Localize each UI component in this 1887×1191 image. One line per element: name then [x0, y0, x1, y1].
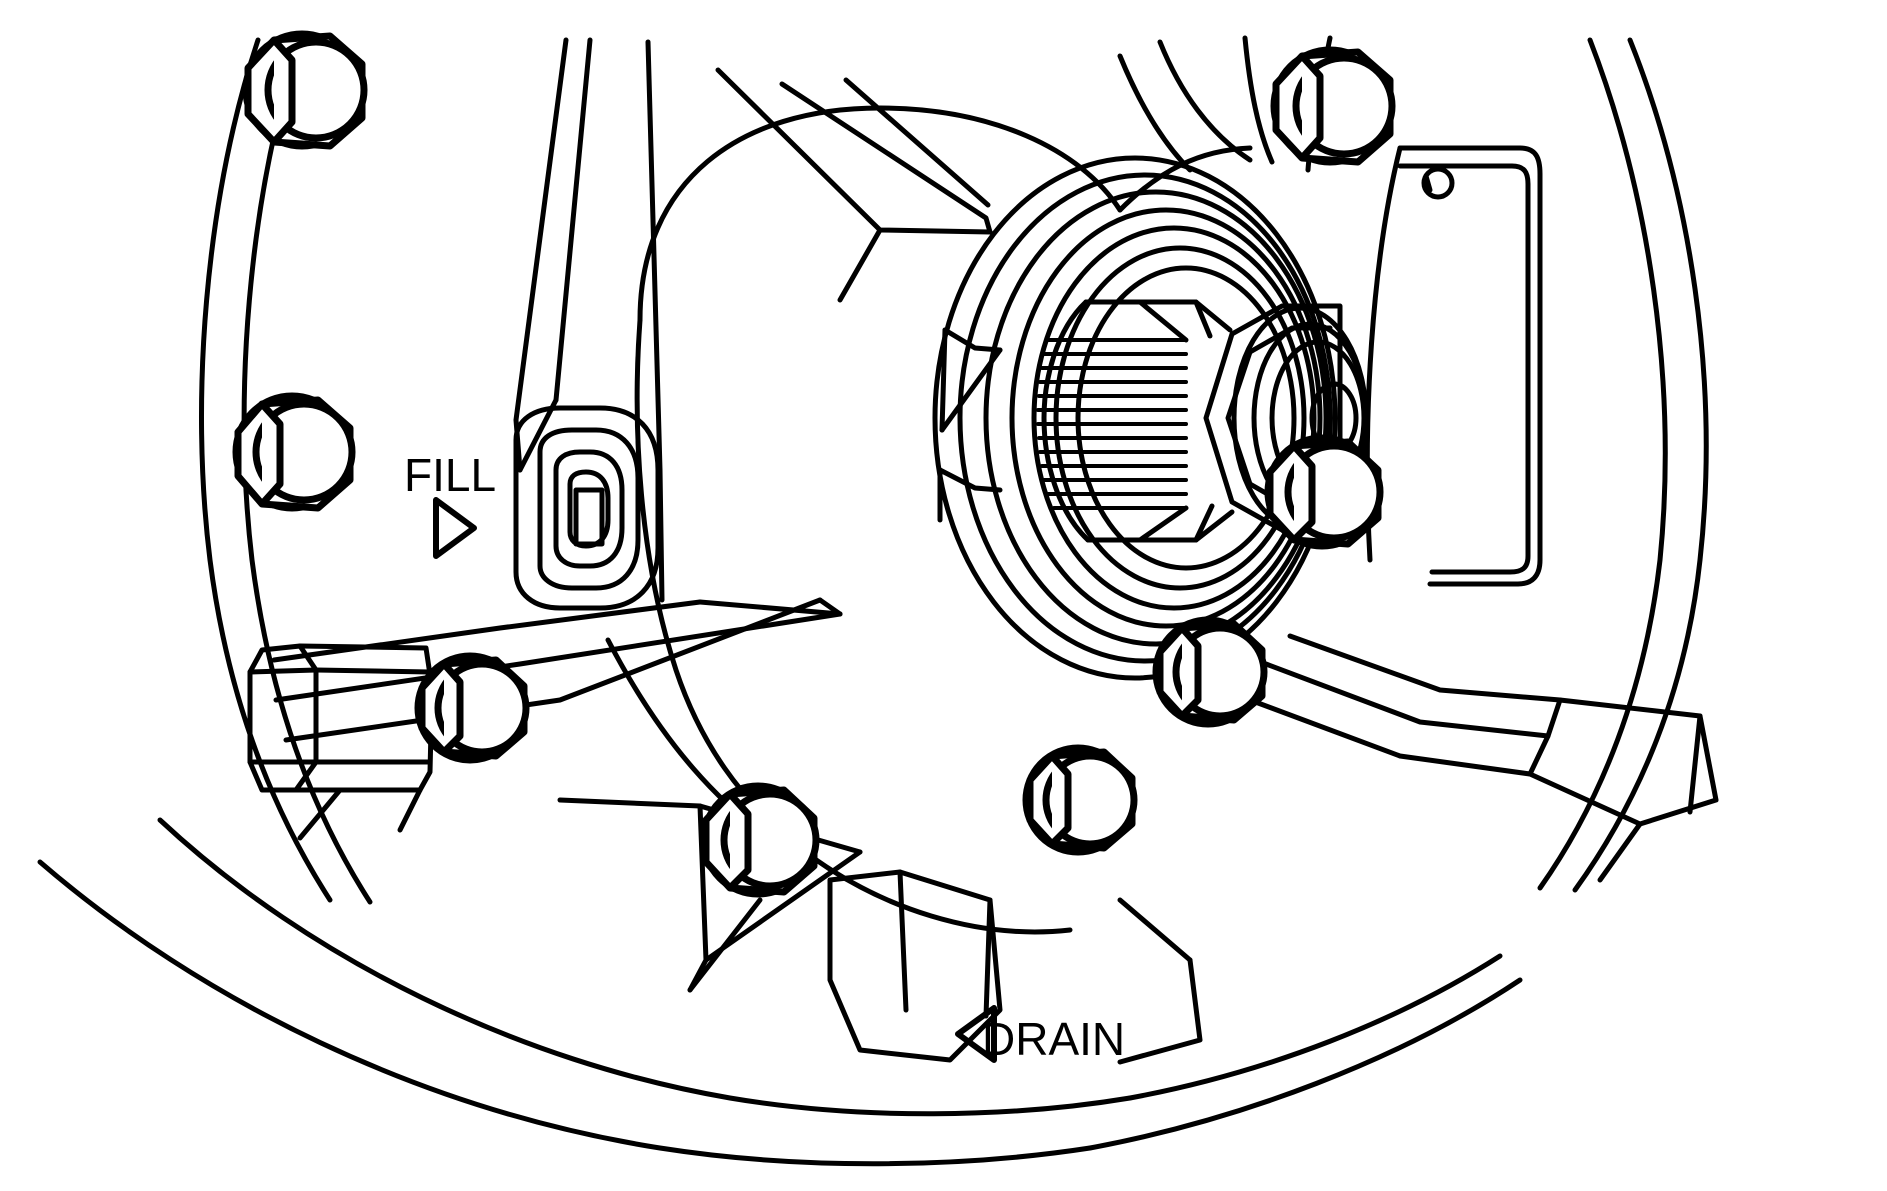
drain-label: DRAIN: [982, 1013, 1126, 1065]
flange-notch-upper-inner: [939, 347, 1003, 433]
spline-bottom-facet-b: [1193, 503, 1215, 543]
left-lug-edge-top: [313, 667, 433, 675]
flange-notch-upper-edge: [939, 327, 948, 433]
pinion-flange-ring-1: [932, 155, 1338, 681]
label-arrow-group: [433, 497, 997, 1063]
casting-rib-upper-3: [843, 77, 991, 208]
housing-bottom-arc-inner: [157, 817, 1133, 1117]
spline-teeth-group: [1036, 338, 1188, 510]
bolt-lower-left: [414, 652, 530, 764]
fill-plug-square-socket: [573, 487, 605, 547]
pinion-flange-ring-2: [957, 172, 1333, 664]
dipstick-tube-left-edge: [513, 37, 569, 473]
drain-boss-edge-a: [897, 869, 909, 1013]
drain-plug-bolt: [700, 782, 820, 898]
drain-boss-pad: [827, 869, 1003, 1063]
dipstick-tube-bottom: [517, 397, 559, 473]
bolt-bottom-right: [1022, 744, 1138, 856]
right-rib-mid: [1263, 661, 1551, 739]
fill-plug-ring-outer: [553, 449, 625, 569]
carrier-dome-top: [637, 105, 1123, 323]
bolt-upper-left: [242, 30, 368, 150]
right-rib-top: [1287, 633, 1563, 703]
pinion-flange-ring-3: [983, 189, 1329, 647]
housing-bottom-arc-inner-right: [1127, 953, 1503, 1101]
flange-rim-outer-left: [199, 37, 333, 903]
right-lug-edge-left: [1527, 697, 1563, 777]
fill-plug-boss-outer: [513, 405, 661, 611]
right-lug-face: [1527, 697, 1719, 827]
left-rib-top-edge: [271, 599, 703, 663]
carrier-neck-line-c: [1242, 35, 1275, 165]
right-lug-drop: [1597, 821, 1643, 883]
bolt-facet-edge: [1291, 443, 1316, 543]
fill-arrow-icon: [433, 497, 477, 559]
spline-top-facet-a: [1137, 299, 1189, 343]
pinion-flange-ring-6: [1053, 245, 1307, 591]
bolt-facet-edge: [259, 401, 284, 507]
bolt-facet-edge: [271, 37, 296, 145]
fill-label: FILL: [404, 449, 497, 501]
pinion-hex-nut-facet-left: [1225, 349, 1253, 487]
dipstick-tube-right-edge: [553, 37, 593, 403]
casting-rib-upper-2: [779, 81, 993, 235]
carrier-neck-line-a: [1117, 53, 1193, 173]
bracket-hole-notch: [1423, 173, 1433, 193]
spline-top-facet-b: [1193, 299, 1213, 339]
housing-bottom-arc-outer-right: [1087, 977, 1523, 1151]
bolt-right: [1264, 434, 1384, 550]
fill-plug-boss-mid: [537, 427, 641, 591]
right-lug-edge-right: [1687, 713, 1703, 815]
flange-rim-inner-left: [241, 37, 373, 905]
right-rib-low: [1247, 697, 1533, 777]
left-lug-drop-b: [297, 787, 343, 841]
bracket-hole: [1421, 166, 1455, 200]
bracket-outline-inner: [1397, 163, 1531, 575]
lower-right-pad-edge: [1117, 897, 1193, 963]
bolt-upper-right: [1270, 46, 1396, 166]
flange-notch-lower: [937, 467, 1003, 493]
bolt-facet-edge: [727, 791, 752, 891]
bolt-facet-edge: [1299, 53, 1324, 161]
bolt-left: [232, 392, 356, 512]
bracket-outline-outer: [1397, 145, 1543, 587]
lower-rib-taper: [687, 897, 763, 993]
bolt-facet-edge: [1179, 625, 1202, 719]
bolt-facet-edge: [441, 661, 464, 755]
left-lug-drop-a: [397, 787, 423, 833]
housing-outline-group: [37, 35, 1719, 1167]
flange-notch-upper: [942, 327, 1003, 353]
left-rib-lower-edge: [283, 597, 823, 743]
lower-rib-diagonal: [703, 849, 863, 963]
lower-right-pad: [1117, 957, 1203, 1065]
carrier-neck-line-b: [1157, 39, 1253, 163]
bolt-facet-edge: [1049, 753, 1072, 847]
pinion-flange-ring-4: [1009, 207, 1323, 629]
left-rib-tip-a: [697, 599, 843, 617]
flange-rim-outer-right: [1572, 37, 1709, 893]
drain-arrow-icon: [955, 1005, 997, 1063]
pinion-flange-ring-7: [1075, 265, 1297, 571]
drain-boss-edge-b: [983, 897, 993, 1019]
housing-bottom-arc-outer: [37, 859, 1093, 1167]
casting-rib-upper-tip: [837, 227, 883, 303]
left-lug-chamfer-top: [247, 667, 319, 675]
bolt-right-lower: [1152, 616, 1268, 728]
flange-rim-inner-right: [1537, 37, 1668, 891]
spline-bottom-facet-a: [1137, 505, 1189, 543]
left-rib-tip-b: [817, 597, 843, 617]
bolt-group: [232, 30, 1396, 898]
